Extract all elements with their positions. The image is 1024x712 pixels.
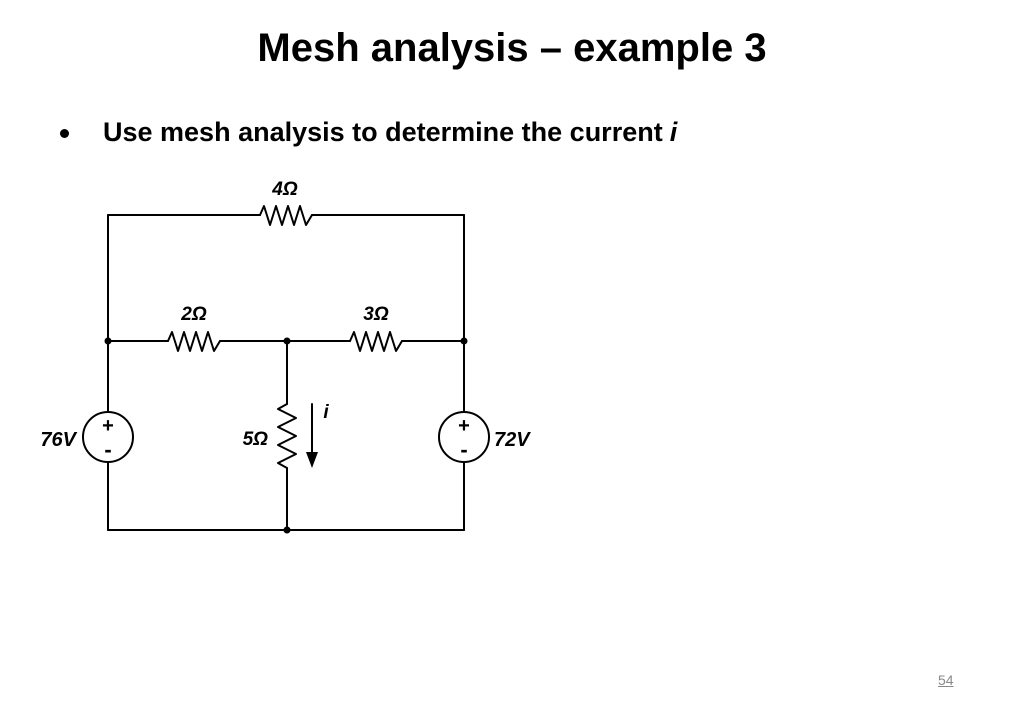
resistor-3ohm: [349, 331, 403, 352]
label-5ohm: 5Ω: [243, 429, 269, 450]
source-right-minus: -: [460, 437, 467, 462]
slide-title: Mesh analysis – example 3: [257, 26, 767, 70]
resistor-5ohm: [277, 403, 297, 469]
page-number: 54: [938, 672, 954, 688]
junction-dot: [104, 337, 112, 345]
resistor-2ohm: [167, 331, 221, 352]
label-2ohm: 2Ω: [180, 304, 207, 325]
bullet-item: Use mesh analysis to determine the curre…: [60, 112, 677, 152]
label-3ohm: 3Ω: [363, 304, 389, 325]
label-4ohm: 4Ω: [271, 179, 298, 200]
junction-dot: [283, 526, 291, 534]
label-76v: 76V: [40, 429, 77, 451]
label-72v: 72V: [494, 429, 531, 451]
bullet-variable: i: [669, 116, 678, 147]
current-arrow-head: [306, 452, 318, 468]
voltage-source-right: [438, 411, 490, 463]
source-right-plus: +: [458, 415, 470, 437]
resistor-4ohm: [259, 205, 313, 226]
voltage-source-left: [82, 411, 134, 463]
bullet-text: Use mesh analysis to determine the curre…: [103, 116, 663, 147]
label-current: i: [323, 402, 329, 423]
bullet-dot: [60, 128, 69, 138]
source-left-minus: -: [104, 437, 111, 462]
junction-dot: [460, 337, 468, 345]
junction-dot: [283, 337, 291, 345]
source-left-plus: +: [102, 415, 114, 437]
